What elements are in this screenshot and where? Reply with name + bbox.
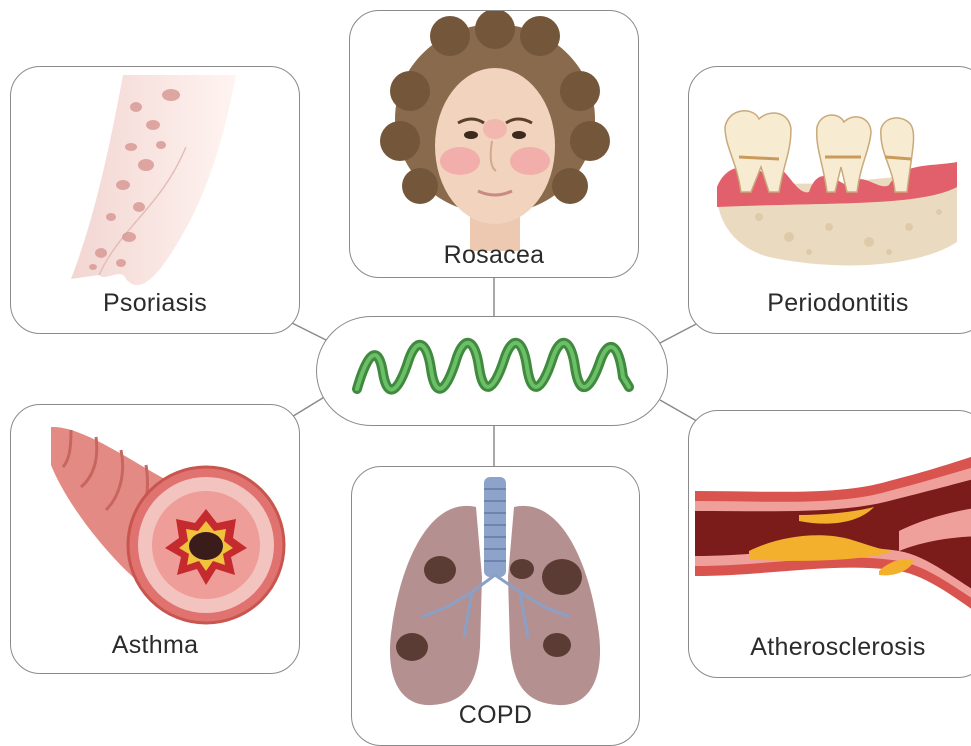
face-rosacea-icon (350, 11, 639, 278)
bacterium-spiral-icon (317, 317, 669, 427)
label-periodontitis: Periodontitis (689, 289, 971, 318)
label-copd: COPD (352, 701, 639, 730)
label-psoriasis: Psoriasis (11, 289, 299, 318)
card-atherosclerosis: Atherosclerosis (688, 410, 971, 678)
label-rosacea: Rosacea (350, 241, 638, 270)
label-atherosclerosis: Atherosclerosis (689, 633, 971, 662)
card-copd: COPD (351, 466, 640, 746)
card-rosacea: Rosacea (349, 10, 639, 278)
card-asthma: Asthma (10, 404, 300, 674)
label-asthma: Asthma (11, 631, 299, 660)
card-psoriasis: Psoriasis (10, 66, 300, 334)
center-bacterium-node (316, 316, 668, 426)
card-periodontitis: Periodontitis (688, 66, 971, 334)
